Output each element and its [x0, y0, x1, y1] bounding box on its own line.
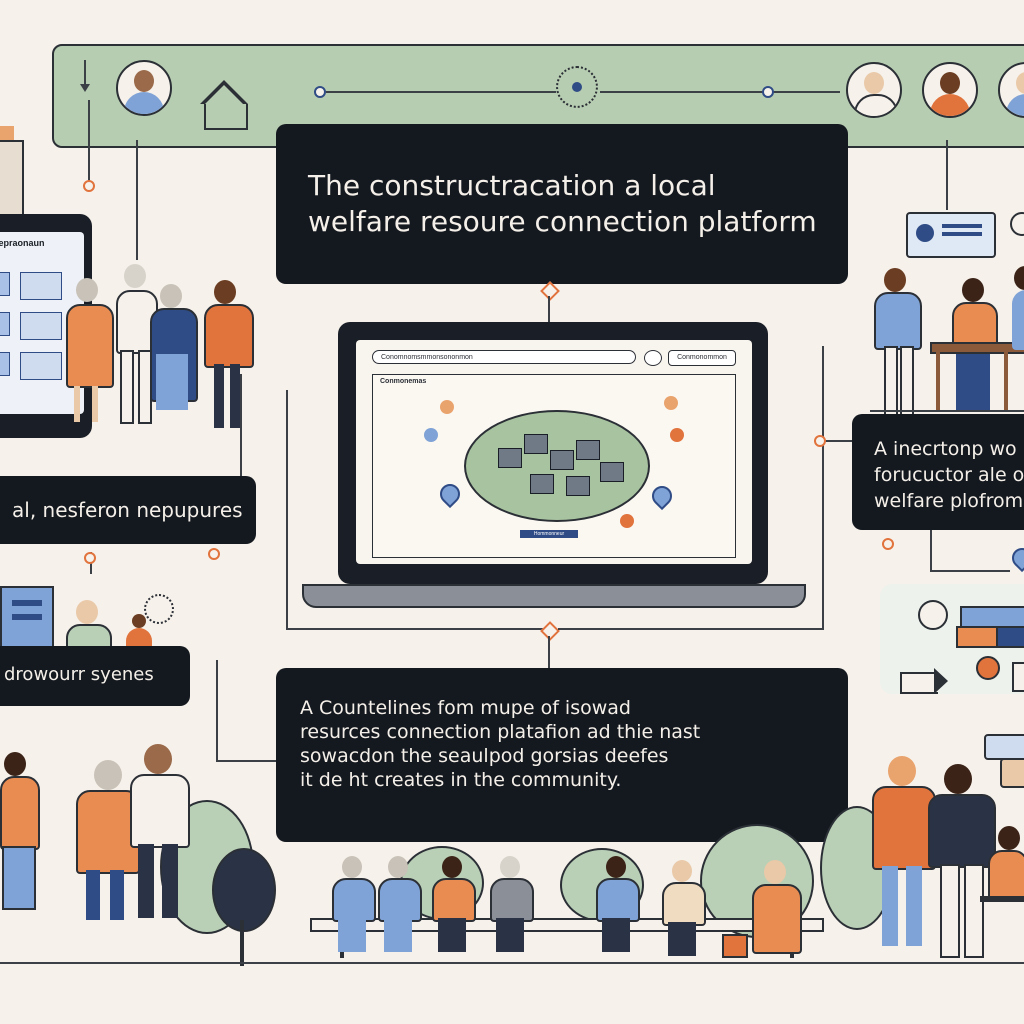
- connector-node: [814, 435, 826, 447]
- app-tile[interactable]: [0, 272, 10, 296]
- arrow-right-icon: [900, 672, 938, 694]
- connector-node: [83, 180, 95, 192]
- map-building[interactable]: [566, 476, 590, 496]
- laptop-search-input[interactable]: Conomnomsmmonsononmon: [372, 350, 636, 364]
- avatar-woman: [922, 62, 978, 118]
- app-card[interactable]: [20, 272, 62, 300]
- avatar-man-headset: [846, 62, 902, 118]
- map-label: Conmonemas: [380, 378, 427, 385]
- left-info-card-2: drowourr syenes: [0, 646, 190, 706]
- bottom-info-card: A Countelines fom mupe of isowad resurce…: [276, 668, 848, 842]
- home-icon-body: [204, 104, 248, 130]
- connector-node: [762, 86, 774, 98]
- map-building[interactable]: [498, 448, 522, 468]
- right-screen-widget: [906, 212, 996, 258]
- map-marker[interactable]: [440, 400, 454, 414]
- flower-icon: [556, 66, 598, 108]
- down-arrow-icon: [80, 84, 90, 92]
- search-icon[interactable]: [644, 350, 662, 366]
- map-building[interactable]: [550, 450, 574, 470]
- flower-pot: [722, 934, 748, 958]
- app-tile[interactable]: [0, 352, 10, 376]
- tree: [212, 848, 276, 932]
- map-building[interactable]: [576, 440, 600, 460]
- connector-node: [314, 86, 326, 98]
- title-line-2: welfare resoure connection platform: [308, 205, 817, 238]
- connector-node: [882, 538, 894, 550]
- flower-icon: [144, 594, 174, 624]
- ground-line: [0, 962, 1024, 964]
- map-footer-label: Hommonneur: [520, 530, 578, 538]
- app-tile[interactable]: [0, 312, 10, 336]
- shield-icon: [918, 600, 948, 630]
- connector-node: [208, 548, 220, 560]
- title-card: The constructracation a local welfare re…: [276, 124, 848, 284]
- app-card[interactable]: [20, 352, 62, 380]
- right-info-card: A inecrtonp wo forucuctor ale o welfare …: [852, 414, 1024, 530]
- map-marker[interactable]: [670, 428, 684, 442]
- map-building[interactable]: [600, 462, 624, 482]
- phone-app-label: Hepraonaun: [0, 238, 45, 248]
- map-building[interactable]: [524, 434, 548, 454]
- app-card[interactable]: [20, 312, 62, 340]
- map-marker[interactable]: [664, 396, 678, 410]
- connector-node: [84, 552, 96, 564]
- left-lighthouse: [0, 140, 24, 218]
- left-info-card-1: al, nesferon nepupures: [0, 476, 256, 544]
- top-arrow-icon: [84, 60, 86, 86]
- map-marker[interactable]: [620, 514, 634, 528]
- diamond-node: [540, 281, 560, 301]
- map-building[interactable]: [530, 474, 554, 494]
- chat-icon: [984, 734, 1024, 760]
- avatar-woman-glasses: [116, 60, 172, 116]
- diamond-node: [540, 621, 560, 641]
- map-marker[interactable]: [424, 428, 438, 442]
- laptop-base: [302, 584, 806, 608]
- title-line-1: The constructracation a local: [308, 169, 716, 202]
- table: [930, 342, 1024, 354]
- location-pin-icon: [1007, 543, 1024, 573]
- laptop-search-button[interactable]: Conmonommon: [668, 350, 736, 366]
